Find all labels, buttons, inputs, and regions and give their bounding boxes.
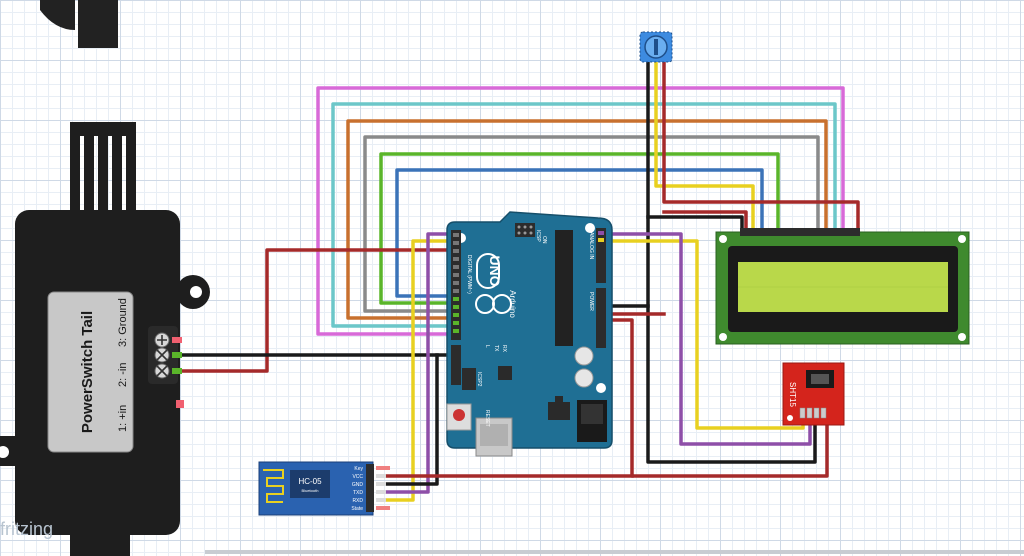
arduino-digital-label: DIGITAL (PWM~) (466, 255, 472, 294)
terminal-screw-3[interactable] (154, 363, 170, 379)
hc05-pin-labels: Key VCC GND TXD RXD State (351, 466, 363, 512)
wire-lcd-red[interactable] (662, 210, 748, 234)
sht15-sensor[interactable] (782, 362, 845, 426)
horizontal-scrollbar[interactable] (205, 550, 1024, 554)
hc05-pin-key: Key (354, 466, 363, 472)
usb-connector[interactable] (475, 417, 513, 457)
hc05-bluetooth-module[interactable] (258, 461, 390, 516)
arduino-icsp-label: ICSP (535, 230, 541, 242)
wire-bt-yellow[interactable] (383, 239, 457, 502)
arduino-logo (475, 253, 512, 314)
wire-arduino-purple-right[interactable] (605, 232, 812, 446)
sht15-label: SHT15 (788, 382, 797, 407)
hc05-pin-rxd: RXD (352, 498, 363, 504)
terminal-screw-1[interactable] (154, 332, 170, 348)
reset-button[interactable] (446, 403, 472, 431)
arduino-icsp2-label: ICSP2 (476, 372, 482, 387)
wires (176, 60, 860, 502)
wire-bt-black[interactable] (383, 353, 439, 486)
power-switch-tail[interactable] (0, 122, 210, 556)
power-switch-pin1: 1: +in (117, 405, 129, 432)
wire-bt-purple[interactable] (383, 232, 457, 494)
wire-cyan[interactable] (331, 102, 837, 328)
wire-pot-black[interactable] (646, 60, 817, 464)
hc05-pin-gnd: GND (352, 482, 364, 488)
arduino-model: UNO (487, 255, 503, 286)
hc05-pin-vcc: VCC (352, 474, 363, 480)
arduino-on-label: ON (541, 236, 547, 244)
terminal-screw-2[interactable] (154, 347, 170, 363)
hc05-pin-state: State (351, 506, 363, 512)
arduino-rx-label: RX (501, 345, 507, 353)
wire-magenta[interactable] (316, 86, 845, 336)
arduino-reset-label: RESET (484, 410, 490, 427)
arduino-uno[interactable] (446, 211, 613, 457)
wire-blue[interactable] (395, 168, 764, 298)
arduino-l-label: L (484, 345, 490, 348)
potentiometer[interactable] (639, 31, 673, 63)
wire-orange[interactable] (346, 119, 828, 320)
hc05-sub: Bluetooth (302, 488, 319, 493)
partial-component-top-left[interactable] (40, 0, 118, 48)
arduino-tx-label: TX (493, 345, 499, 352)
wire-lcd-black[interactable] (646, 215, 744, 234)
wire-pot-red[interactable] (662, 60, 860, 234)
wire-green[interactable] (379, 152, 780, 305)
arduino-analog-label: ANALOG IN (588, 232, 594, 260)
power-jack[interactable] (577, 400, 607, 442)
wire-pot-yellow[interactable] (654, 60, 755, 234)
fritzing-watermark: fritzing (0, 519, 53, 539)
wire-pst-red[interactable] (176, 248, 457, 373)
hc05-pin-txd: TXD (353, 490, 363, 496)
lcd-display[interactable] (715, 228, 970, 345)
wire-gray[interactable] (363, 135, 820, 313)
power-switch-pin2: 2: -in (117, 363, 129, 387)
power-switch-title: PowerSwitch Tail (79, 311, 96, 433)
power-switch-pin3: 3: Ground (117, 298, 129, 347)
arduino-brand: Arduino (508, 290, 517, 318)
arduino-power-label: POWER (588, 292, 594, 311)
hc05-model: HC-05 (298, 477, 322, 486)
